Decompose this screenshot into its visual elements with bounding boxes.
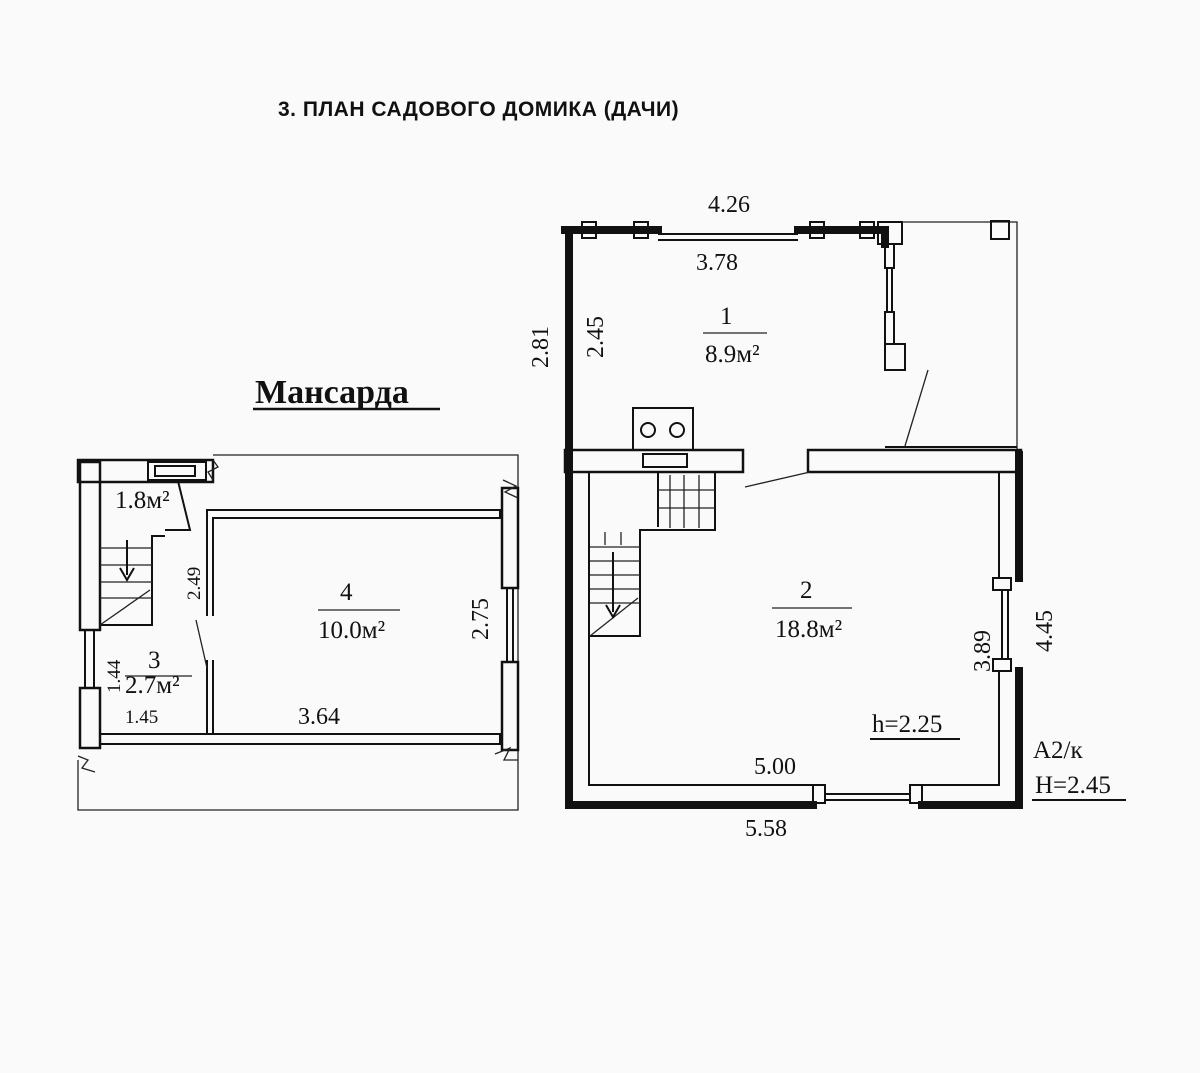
room1-area: 8.9м² — [705, 341, 760, 368]
room2-bottom-wall-right — [918, 667, 1023, 809]
room4-partition — [206, 509, 501, 616]
room-small-area: 1.8м² — [115, 487, 170, 514]
plan-title: 3. ПЛАН САДОВОГО ДОМИКА (ДАЧИ) — [278, 98, 679, 121]
dim-bottom-inner: 5.00 — [754, 754, 796, 780]
stove-burner — [669, 422, 685, 438]
veranda-door-swing — [904, 369, 929, 447]
dim-attic-275: 2.75 — [468, 598, 494, 640]
attic-left-wall-top — [78, 460, 102, 632]
pier — [992, 577, 1012, 591]
room2-left-wall — [565, 451, 817, 809]
attic-label: Мансарда — [255, 374, 409, 411]
pier — [809, 221, 825, 239]
attic-chimney — [147, 461, 207, 481]
dim-right-inner: 3.89 — [970, 630, 996, 672]
staircase — [589, 472, 716, 637]
room2-area: 18.8м² — [775, 616, 842, 643]
pier — [859, 221, 875, 239]
dim-top-outer: 4.26 — [708, 192, 750, 218]
attic-plan: 1.8м² 3 2.7м² 4 10.0м² 2.49 2.75 1.44 1.… — [76, 454, 520, 811]
room3-area: 2.7м² — [125, 672, 180, 699]
dim-right-outer: 4.45 — [1032, 610, 1058, 652]
room2-number: 2 — [800, 577, 813, 604]
attic-right-wall — [500, 660, 520, 752]
attic-bottom-wall — [99, 733, 501, 745]
ground-floor-plan: 4.26 3.78 2.81 2.45 3.89 4.45 5.00 5.58 … — [528, 192, 1126, 842]
dim-bottom-outer: 5.58 — [745, 816, 787, 842]
dim-attic-145: 1.45 — [125, 707, 158, 728]
veranda-post — [990, 220, 1010, 240]
wall-break — [207, 459, 219, 481]
partition — [884, 311, 895, 345]
room2-inner-contour — [918, 671, 1000, 786]
dim-left-outer: 2.81 — [528, 326, 554, 368]
attic-right-wall — [500, 486, 520, 590]
wall-break — [494, 746, 518, 761]
attic-chimney-inner — [154, 465, 196, 477]
room4-area: 10.0м² — [318, 617, 385, 644]
chimney — [642, 453, 688, 468]
stamp: А2/к — [1033, 737, 1084, 764]
pier — [812, 784, 826, 804]
wall-break — [77, 755, 96, 773]
room3-number: 3 — [148, 647, 161, 674]
attic-top-wall — [76, 458, 215, 484]
dim-left-inner: 2.45 — [583, 316, 609, 358]
pier — [581, 221, 597, 239]
attic-staircase — [99, 480, 192, 626]
middle-wall-right — [806, 448, 1023, 474]
attic-left-wall-bottom — [78, 686, 102, 750]
dim-top-inner: 3.78 — [696, 250, 738, 276]
dim-attic-144: 1.44 — [104, 659, 125, 693]
attic-frame — [77, 454, 519, 811]
room4-number: 4 — [340, 579, 353, 606]
stove-burner — [640, 422, 656, 438]
wall-break — [502, 479, 519, 499]
dim-attic-249: 2.49 — [184, 567, 205, 600]
room2-inner-contour — [588, 472, 818, 786]
attic-door-swing — [195, 619, 208, 669]
pier — [909, 784, 923, 804]
dim-attic-364: 3.64 — [298, 704, 340, 730]
room1-number: 1 — [720, 303, 733, 330]
partition — [884, 343, 906, 371]
pier — [633, 221, 649, 239]
room1-top-wall-right — [794, 226, 889, 248]
partition — [884, 243, 895, 269]
veranda-outline — [902, 221, 1018, 452]
door-swing-middle — [744, 471, 811, 488]
room4-partition — [206, 660, 214, 735]
outer-height: Н=2.45 — [1035, 772, 1111, 799]
inner-height: h=2.25 — [872, 711, 942, 738]
